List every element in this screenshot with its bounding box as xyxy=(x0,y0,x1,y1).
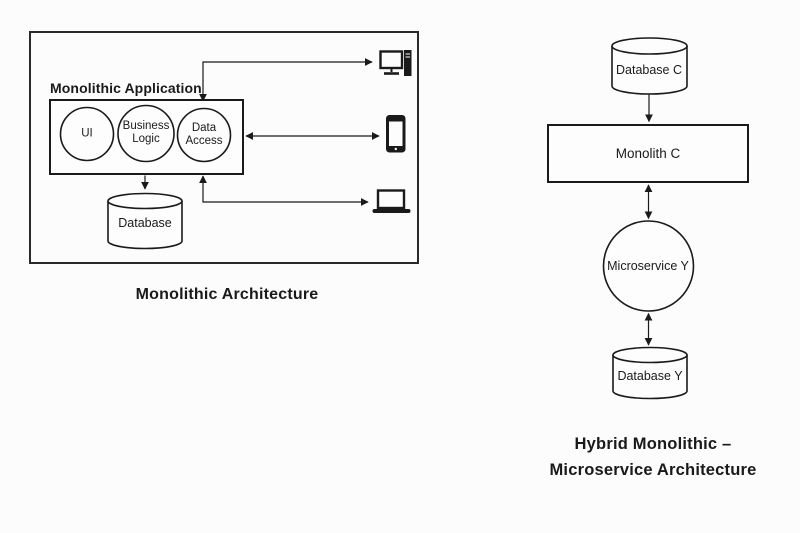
database-y-cylinder-body xyxy=(612,355,688,400)
database-cylinder-body xyxy=(107,201,183,250)
business-logic-circle xyxy=(117,104,175,163)
laptop-icon xyxy=(372,189,411,213)
database-y-cylinder-top xyxy=(612,346,688,364)
data-access-circle xyxy=(176,107,232,163)
desktop-computer-icon xyxy=(379,50,412,76)
database-c-cylinder-top xyxy=(611,37,688,55)
database-c-cylinder-body xyxy=(611,46,688,95)
ui-circle xyxy=(59,106,115,162)
left-outer-frame xyxy=(29,31,419,264)
microservice-y-circle xyxy=(602,220,695,312)
database-cylinder-top xyxy=(107,192,183,210)
monolith-c-box xyxy=(547,124,749,183)
smartphone-icon xyxy=(386,115,406,153)
connector-app-to-laptop xyxy=(199,175,369,206)
connector-app-to-desktop xyxy=(199,58,373,102)
